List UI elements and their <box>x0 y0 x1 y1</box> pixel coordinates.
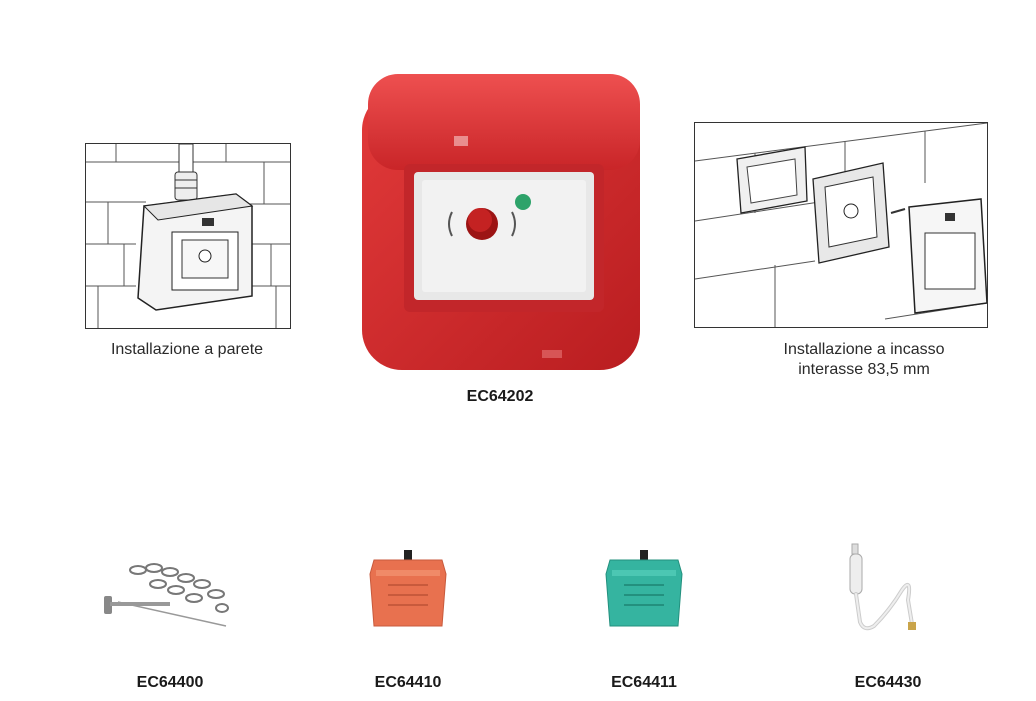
orange-contact-block-icon <box>369 550 447 627</box>
chain-with-key-icon <box>104 563 229 627</box>
red-alarm-box-icon <box>362 74 640 370</box>
accessory-chain-key <box>98 554 238 634</box>
accessory-code: EC64430 <box>854 674 922 691</box>
white-cable-icon <box>849 543 916 631</box>
accessory-green-contact <box>602 550 686 630</box>
wall-mount-drawing <box>86 144 290 328</box>
main-product-image <box>360 72 644 372</box>
flush-caption-line-2: interasse 83,5 mm <box>798 361 930 378</box>
green-contact-block-icon <box>605 550 683 627</box>
wall-installation-illustration <box>85 143 291 329</box>
accessory-code: EC64411 <box>611 674 677 691</box>
accessory-orange-contact <box>366 550 450 630</box>
accessory-code: EC64410 <box>374 674 442 691</box>
flush-installation-illustration <box>694 122 988 328</box>
wall-installation-caption: Installazione a parete <box>110 341 264 358</box>
flush-installation-caption: Installazione a incasso interasse 83,5 m… <box>724 340 1004 380</box>
flush-mount-drawing <box>695 123 987 327</box>
flush-caption-line-1: Installazione a incasso <box>783 341 945 358</box>
main-product-code: EC64202 <box>466 388 534 405</box>
accessory-code: EC64400 <box>136 674 204 691</box>
accessory-white-cable <box>846 540 922 636</box>
